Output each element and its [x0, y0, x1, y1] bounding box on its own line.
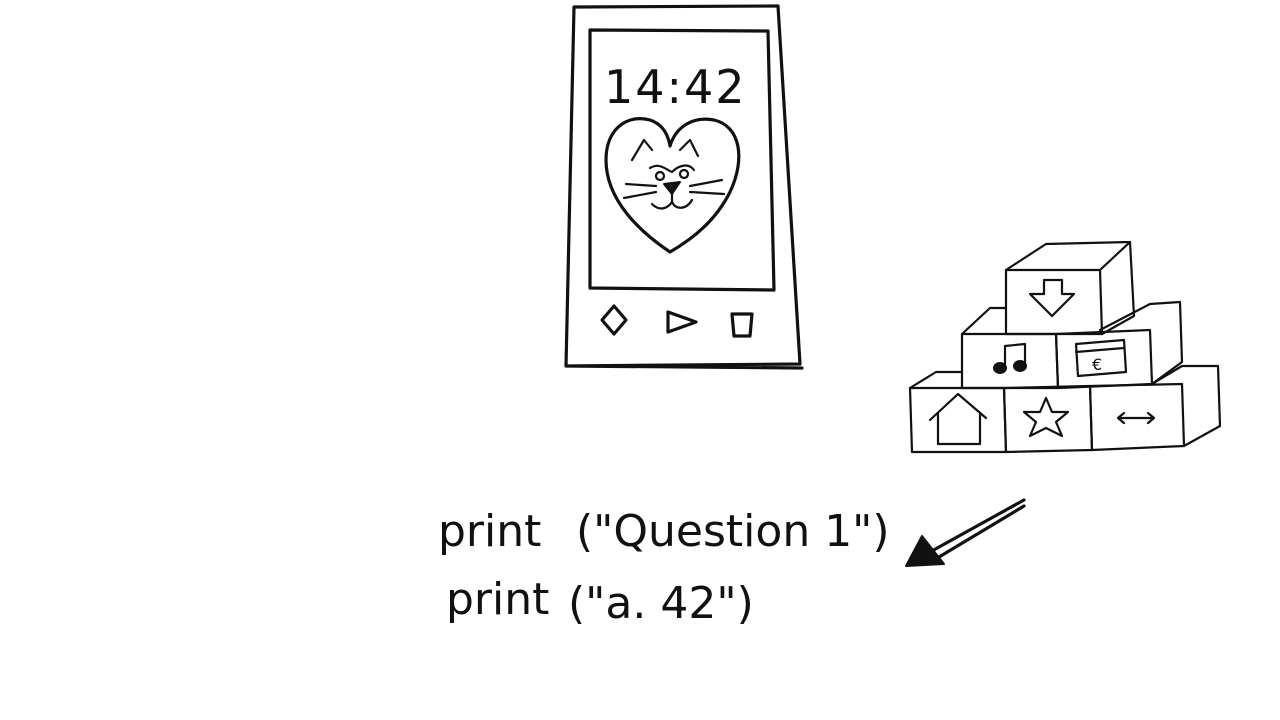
svg-text:€: €: [1092, 355, 1102, 374]
box-top: [1004, 240, 1136, 336]
phone-sketch: 14:42: [564, 4, 804, 370]
home-icon: [928, 392, 988, 446]
box-middle-right: €: [1054, 300, 1184, 390]
code-snippet: print ("Question 1") print ("a. 42"): [438, 506, 890, 629]
left-right-arrow-icon: [1116, 411, 1156, 425]
credit-card-icon: €: [1074, 338, 1128, 378]
download-arrow-icon: [1028, 278, 1076, 318]
box-bottom-left: [908, 370, 1008, 454]
box-middle-left: [960, 306, 1060, 390]
phone-nav-bar: [600, 304, 754, 338]
heart-cat-icon: [604, 117, 741, 254]
code-line-2-argument: ("a. 42"): [568, 578, 754, 629]
code-line-1-argument: ("Question 1"): [576, 506, 890, 557]
play-button-icon: [666, 310, 698, 334]
code-line-2-keyword: print: [446, 574, 549, 625]
pointer-arrow: [905, 498, 1026, 567]
phone-outer-frame: [564, 4, 804, 370]
square-button-icon: [730, 312, 754, 338]
star-icon: [1022, 396, 1070, 438]
box-bottom-middle: [1002, 384, 1094, 454]
music-note-icon: [993, 342, 1027, 374]
back-button-icon: [600, 304, 628, 336]
phone-clock: 14:42: [604, 60, 747, 114]
code-line-1-keyword: print: [438, 506, 541, 557]
app-boxes-pyramid: €: [908, 240, 1222, 454]
box-bottom-right: [1088, 364, 1222, 452]
phone-screen: [588, 28, 776, 292]
